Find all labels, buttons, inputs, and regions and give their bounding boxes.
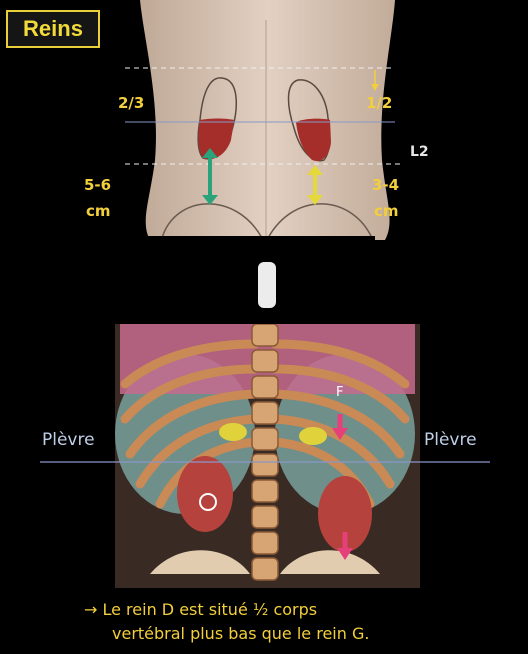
right-fraction-label: 1/2 (366, 94, 393, 112)
pleura-label-right: Plèvre (424, 430, 477, 450)
green-distance-arrow (202, 148, 218, 205)
kidney-right-side (177, 456, 233, 532)
yellow-distance-arrow (307, 165, 323, 205)
skeleton-illustration (40, 324, 523, 588)
left-kidney (197, 77, 237, 160)
left-distance-unit: cm (86, 202, 111, 220)
vertebra-label: L2 (410, 144, 429, 160)
kidney-left-side (318, 476, 372, 552)
right-distance-value: 3-4 (372, 176, 400, 194)
left-distance-value: 5-6 (84, 176, 112, 194)
pink-arrow-upper (332, 414, 348, 440)
redaction-overlay (145, 236, 524, 308)
pleura-label-left: Plèvre (42, 430, 95, 450)
right-kidney (287, 79, 331, 162)
page-title: Reins (6, 10, 100, 48)
note-line-2: vertébral plus bas que le rein G. (112, 624, 370, 643)
pink-arrow-lower (337, 532, 353, 560)
marker-letter: F (336, 385, 344, 400)
redaction-overlay-lower (425, 534, 523, 582)
right-distance-unit: cm (374, 202, 399, 220)
left-fraction-label: 2/3 (118, 94, 145, 112)
back-illustration (125, 0, 524, 308)
note-line-1: → Le rein D est situé ½ corps (84, 600, 318, 619)
